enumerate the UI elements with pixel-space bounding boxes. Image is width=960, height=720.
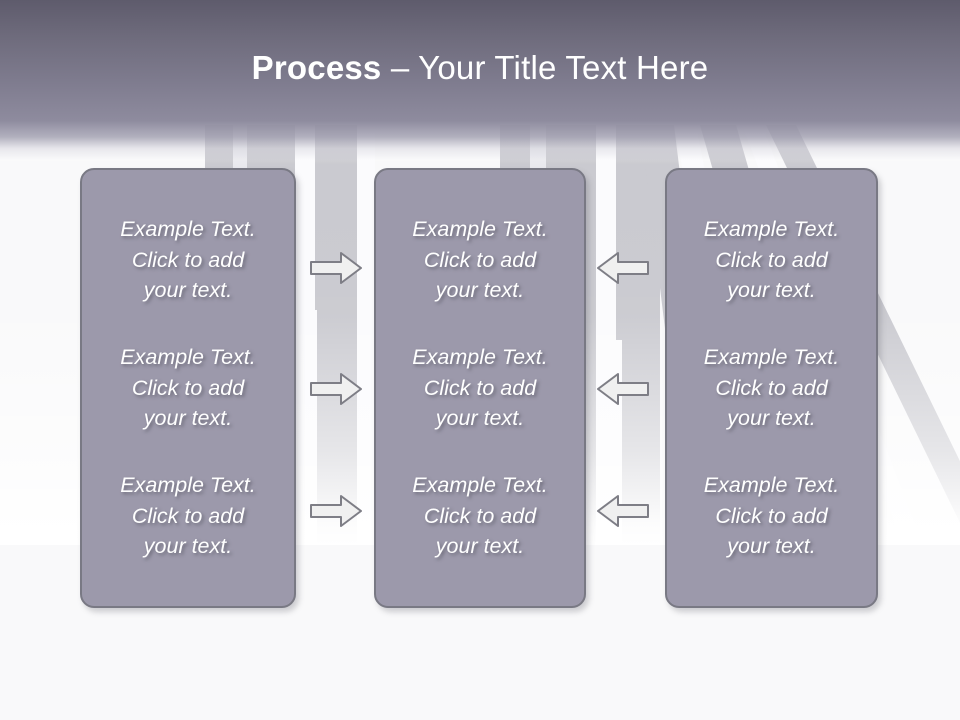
ray-stripe	[315, 125, 357, 545]
arrow-right-icon[interactable]	[310, 372, 362, 406]
text-placeholder[interactable]: Example Text. Click to add your text.	[412, 216, 548, 303]
process-column-1[interactable]: Example Text. Click to add your text. Ex…	[80, 168, 296, 608]
ray-stripe	[357, 125, 375, 545]
process-column-2[interactable]: Example Text. Click to add your text. Ex…	[374, 168, 586, 608]
page-title-rest: – Your Title Text Here	[381, 49, 709, 86]
text-placeholder[interactable]: Example Text. Click to add your text.	[412, 344, 548, 431]
text-placeholder[interactable]: Example Text. Click to add your text.	[412, 472, 548, 559]
arrow-left-icon[interactable]	[597, 494, 649, 528]
page-title-strong: Process	[251, 49, 382, 86]
text-placeholder[interactable]: Example Text. Click to add your text.	[703, 472, 840, 559]
text-placeholder[interactable]: Example Text. Click to add your text.	[120, 472, 256, 559]
arrow-right-icon[interactable]	[310, 251, 362, 285]
arrow-left-icon[interactable]	[597, 372, 649, 406]
text-placeholder[interactable]: Example Text. Click to add your text.	[703, 216, 840, 303]
text-placeholder[interactable]: Example Text. Click to add your text.	[120, 216, 256, 303]
page-title: Process – Your Title Text Here	[0, 49, 960, 86]
arrow-left-icon[interactable]	[597, 251, 649, 285]
text-placeholder[interactable]: Example Text. Click to add your text.	[120, 344, 256, 431]
text-placeholder[interactable]: Example Text. Click to add your text.	[703, 344, 840, 431]
process-column-3[interactable]: Example Text. Click to add your text. Ex…	[665, 168, 878, 608]
arrow-right-icon[interactable]	[310, 494, 362, 528]
